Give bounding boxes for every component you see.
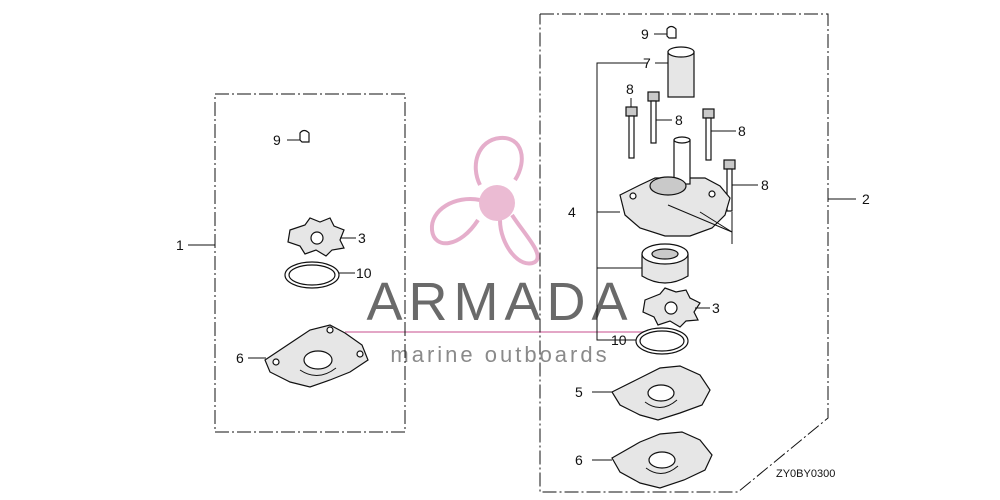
callout-6-right: 6 <box>575 452 583 468</box>
kit-2-frame <box>539 13 829 493</box>
callout-3-right: 3 <box>712 300 720 316</box>
oring-right-part <box>612 327 689 355</box>
clip-right-part <box>654 25 677 39</box>
callout-9-left: 9 <box>273 132 281 148</box>
callout-8-b: 8 <box>675 112 683 128</box>
callout-7: 7 <box>643 55 651 71</box>
liner-part <box>597 243 689 284</box>
callout-1: 1 <box>176 237 184 253</box>
impeller-right-part <box>642 287 710 328</box>
diagram-code: ZY0BY0300 <box>776 468 835 480</box>
bolt-a-part <box>625 98 638 159</box>
bolt-d-part <box>723 159 758 212</box>
callout-8-a: 8 <box>626 81 634 97</box>
clip-left-part <box>287 129 310 143</box>
kit-1-frame <box>214 93 406 433</box>
pump-housing-part <box>597 136 733 244</box>
callout-3-left: 3 <box>358 230 366 246</box>
grommet-part <box>655 46 695 98</box>
armada-logo-watermark <box>429 135 540 266</box>
callout-8-c: 8 <box>738 123 746 139</box>
callout-6-left: 6 <box>236 350 244 366</box>
callout-4: 4 <box>568 204 576 220</box>
bolt-b-part <box>647 91 672 144</box>
propeller-blade-top <box>473 135 524 186</box>
callout-10-right: 10 <box>611 332 627 348</box>
impeller-left-part <box>287 217 356 257</box>
plate-left-part <box>248 324 369 388</box>
inner-group-bracket <box>596 62 648 341</box>
oring-left-part <box>284 261 355 289</box>
propeller-blade-right <box>498 213 540 266</box>
callout-9-right: 9 <box>641 26 649 42</box>
plate-5-part <box>592 365 711 421</box>
armada-watermark-title: ARMADA <box>366 272 633 332</box>
callout-2: 2 <box>862 191 870 207</box>
bolt-c-part <box>702 108 736 161</box>
armada-watermark-tagline: marine outboards <box>390 342 609 367</box>
propeller-blade-left <box>429 197 481 246</box>
propeller-hub <box>479 185 515 221</box>
plate-right-part <box>592 431 713 489</box>
callout-8-d: 8 <box>761 177 769 193</box>
callout-5: 5 <box>575 384 583 400</box>
callout-10-left: 10 <box>356 265 372 281</box>
